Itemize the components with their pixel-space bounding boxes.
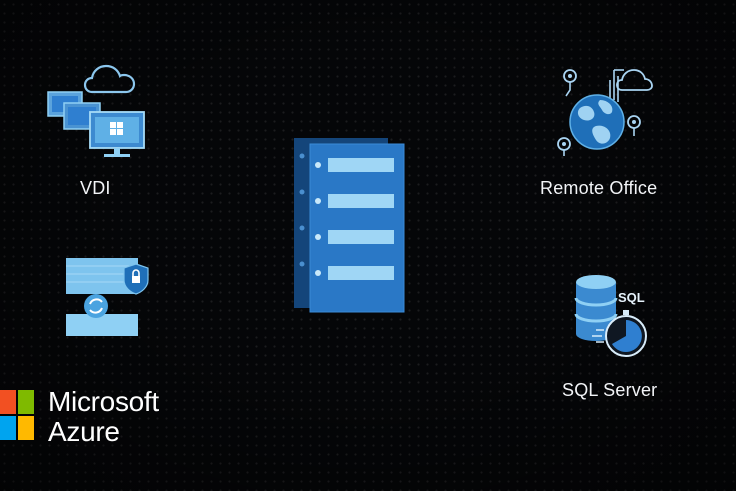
vdi-label: VDI xyxy=(80,178,111,198)
remote-office-label: Remote Office xyxy=(540,178,658,198)
brand-wordmark: Microsoft Azure xyxy=(48,387,159,447)
logo-green-square xyxy=(18,390,34,414)
logo-red-square xyxy=(0,390,16,414)
brand-line-azure: Azure xyxy=(48,416,120,447)
microsoft-logo xyxy=(0,390,34,440)
logo-yellow-square xyxy=(18,416,34,440)
sql-badge-text: SQL xyxy=(618,290,645,305)
brand-line-microsoft: Microsoft xyxy=(48,386,159,417)
sql-server-label: SQL Server xyxy=(562,380,658,400)
secure-replication-icon xyxy=(66,258,149,336)
globe-network-icon xyxy=(557,69,653,156)
cloud-desktops-icon xyxy=(47,64,145,157)
database-timer-icon: SQL xyxy=(574,275,647,357)
server-storage-icon xyxy=(294,138,405,313)
logo-blue-square xyxy=(0,416,16,440)
